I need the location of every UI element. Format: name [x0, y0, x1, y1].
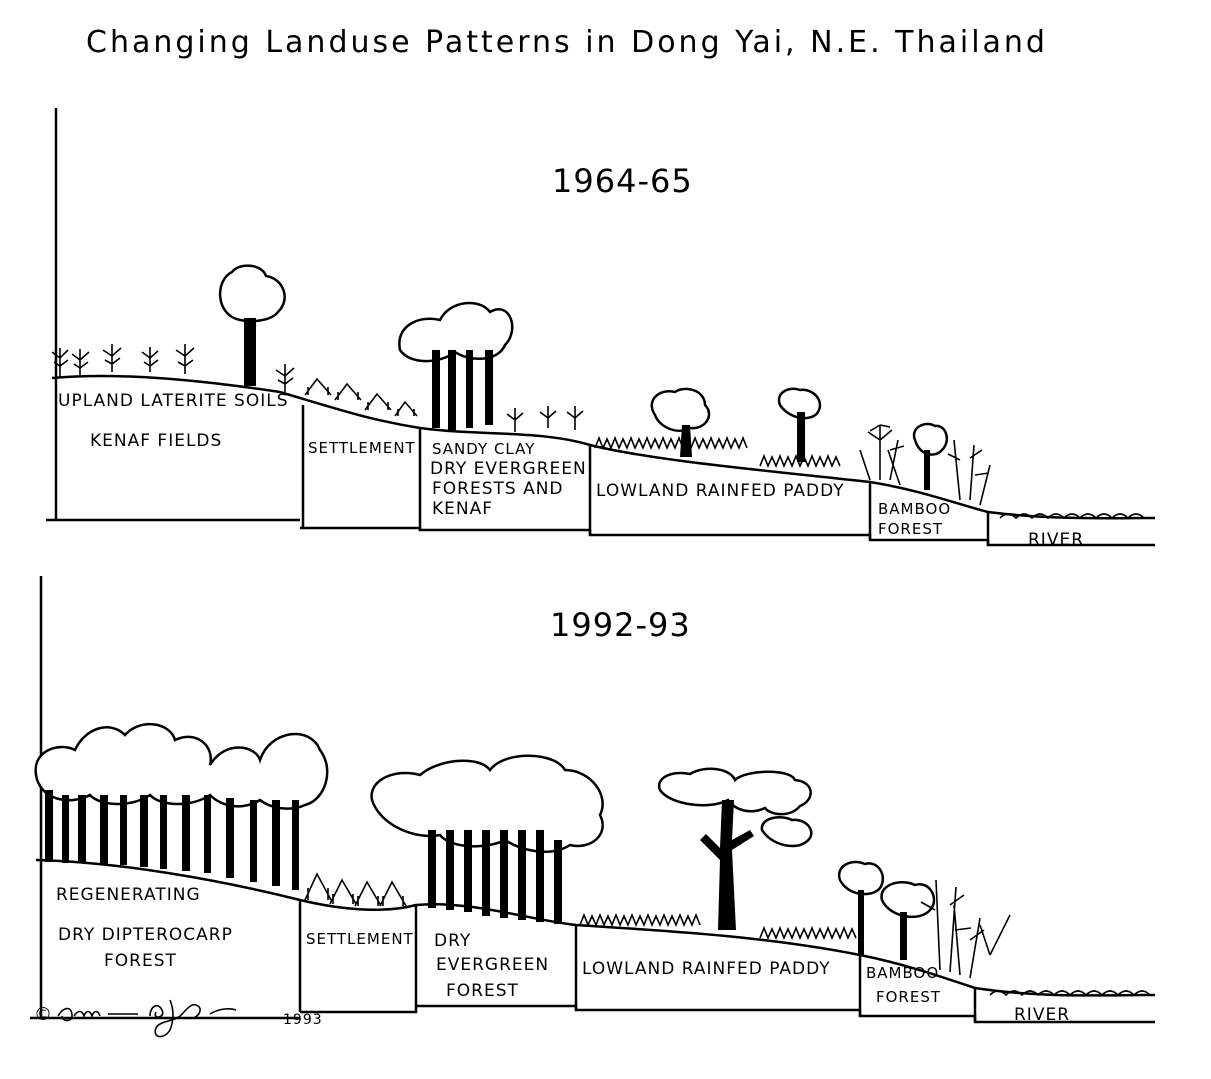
panel-1964-65: 1964-65	[46, 108, 1156, 550]
tree-icon	[370, 754, 604, 924]
zone-label: FOREST	[878, 520, 943, 538]
tree-icon	[34, 722, 329, 890]
signature: © 1993	[34, 999, 323, 1038]
baseline-steps	[300, 526, 1155, 547]
bamboo-icon	[859, 422, 991, 506]
signature-year: 1993	[283, 1012, 323, 1028]
zone-label: KENAF	[432, 499, 493, 519]
period-label: 1992-93	[550, 606, 691, 644]
copyright-symbol: ©	[34, 1004, 53, 1025]
zone-label: SANDY CLAY	[432, 440, 535, 458]
zone-label: SETTLEMENT	[306, 930, 414, 948]
zone-label: BAMBOO	[878, 500, 951, 518]
panel-1992-93: 1992-93	[30, 576, 1156, 1025]
bamboo-icon	[837, 860, 1011, 979]
grass-icon	[594, 435, 748, 451]
zone-label: LOWLAND RAINFED PADDY	[596, 481, 845, 501]
zone-label: RIVER	[1028, 530, 1084, 550]
grass-icon	[759, 925, 857, 941]
zone-label: FOREST	[876, 988, 941, 1006]
terrain-profile	[51, 374, 1156, 520]
tree-icon	[657, 767, 813, 930]
water-wave-icon	[989, 990, 1151, 997]
grass-icon	[579, 912, 701, 928]
zone-label: FOREST	[104, 951, 177, 971]
water-wave-icon	[999, 513, 1145, 520]
zone-label: FOREST	[446, 981, 519, 1001]
zone-label: REGENERATING	[56, 885, 201, 905]
period-label: 1964-65	[552, 162, 693, 200]
diagram-title: Changing Landuse Patterns in Dong Yai, N…	[86, 25, 1048, 60]
zone-label: EVERGREEN	[436, 955, 549, 975]
zone-label: RIVER	[1014, 1005, 1070, 1025]
zone-label: KENAF FIELDS	[90, 431, 222, 451]
tree-icon	[650, 387, 822, 462]
zone-label: FORESTS AND	[432, 479, 564, 499]
house-icon	[304, 377, 418, 417]
zone-label: BAMBOO	[866, 964, 939, 982]
zone-label: DRY	[434, 931, 471, 951]
zone-label: DRY DIPTEROCARP	[58, 925, 233, 945]
tree-icon	[398, 301, 514, 430]
signature-scrawl	[57, 999, 237, 1038]
zone-label: UPLAND LATERITE SOILS	[58, 391, 289, 411]
kenaf-plant-icon	[51, 344, 584, 432]
grass-icon	[759, 453, 841, 469]
zone-label: SETTLEMENT	[308, 439, 416, 457]
house-icon	[304, 872, 407, 907]
zone-label: LOWLAND RAINFED PADDY	[582, 959, 831, 979]
zone-label: DRY EVERGREEN	[430, 459, 587, 479]
tree-icon	[218, 264, 286, 386]
